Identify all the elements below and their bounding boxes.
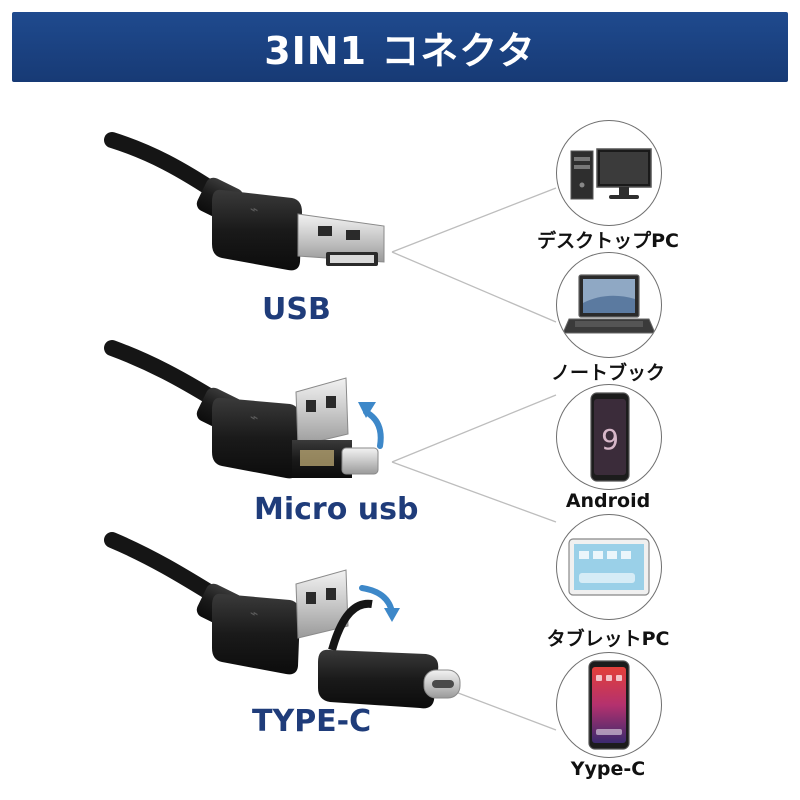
micro-plug-pins bbox=[300, 450, 334, 466]
typec-adapter-cord bbox=[328, 599, 373, 652]
page-title: 3IN1 コネクタ bbox=[264, 28, 536, 73]
typec-adapter-body bbox=[318, 649, 439, 709]
usb-type-c-connector: ⌁ bbox=[104, 532, 461, 709]
line-usb-desktop bbox=[391, 187, 557, 253]
usb-plug-window-1 bbox=[318, 226, 332, 236]
usb-plug-tongue bbox=[330, 255, 374, 263]
typec-rotate-arrow-head bbox=[384, 608, 400, 622]
usb-trident-mark: ⌁ bbox=[250, 202, 258, 218]
laptop-icon bbox=[562, 274, 656, 334]
device-circle-type-c-phone bbox=[556, 652, 662, 758]
micro-trident-mark: ⌁ bbox=[250, 410, 258, 426]
micro-plug-metal bbox=[341, 447, 379, 475]
device-circle-notebook bbox=[556, 252, 662, 358]
device-circle-tablet bbox=[556, 514, 662, 620]
micro-flip-usb-plug bbox=[295, 377, 349, 447]
usb-housing bbox=[212, 189, 302, 271]
device-circle-android: 9 bbox=[556, 384, 662, 490]
device-circle-desktop bbox=[556, 120, 662, 226]
typec-trident-mark: ⌁ bbox=[250, 606, 258, 622]
svg-text:9: 9 bbox=[601, 423, 619, 456]
typec-plug-slot bbox=[432, 680, 454, 688]
usb-a-connector: ⌁ bbox=[104, 132, 385, 271]
micro-usb-connector: ⌁ bbox=[104, 340, 384, 479]
connection-lines bbox=[391, 187, 557, 731]
typec-flip-usb-plug bbox=[295, 569, 349, 639]
android-phone-icon: 9 bbox=[590, 392, 630, 482]
desktop-pc-icon bbox=[570, 148, 652, 200]
tablet-icon bbox=[568, 538, 650, 596]
device-label-type-c-phone: Yype-C bbox=[570, 758, 646, 780]
device-label-notebook: ノートブック bbox=[550, 362, 665, 384]
connector-label-usb: USB bbox=[262, 292, 331, 327]
typec-flip-window-2 bbox=[326, 588, 336, 600]
line-typec-phone bbox=[444, 687, 557, 731]
device-label-android: Android bbox=[565, 490, 651, 512]
line-micro-tablet bbox=[391, 461, 557, 523]
connector-label-micro-usb: Micro usb bbox=[254, 492, 419, 527]
connector-label-type-c: TYPE-C bbox=[252, 704, 372, 739]
micro-housing bbox=[212, 397, 300, 479]
line-micro-android bbox=[391, 394, 557, 463]
title-banner: 3IN1 コネクタ bbox=[12, 12, 788, 82]
device-label-desktop: デスクトップPC bbox=[537, 230, 679, 252]
type-c-phone-icon bbox=[588, 660, 630, 750]
device-label-tablet: タブレットPC bbox=[546, 628, 670, 650]
micro-rotate-arrow-icon bbox=[363, 409, 384, 449]
line-usb-notebook bbox=[391, 251, 557, 323]
micro-flip-window-2 bbox=[326, 396, 336, 408]
typec-flip-window-1 bbox=[306, 592, 316, 604]
micro-flip-window-1 bbox=[306, 400, 316, 412]
usb-plug-window-2 bbox=[346, 230, 360, 240]
typec-housing bbox=[212, 593, 300, 675]
micro-rotate-arrow-head bbox=[358, 402, 376, 418]
